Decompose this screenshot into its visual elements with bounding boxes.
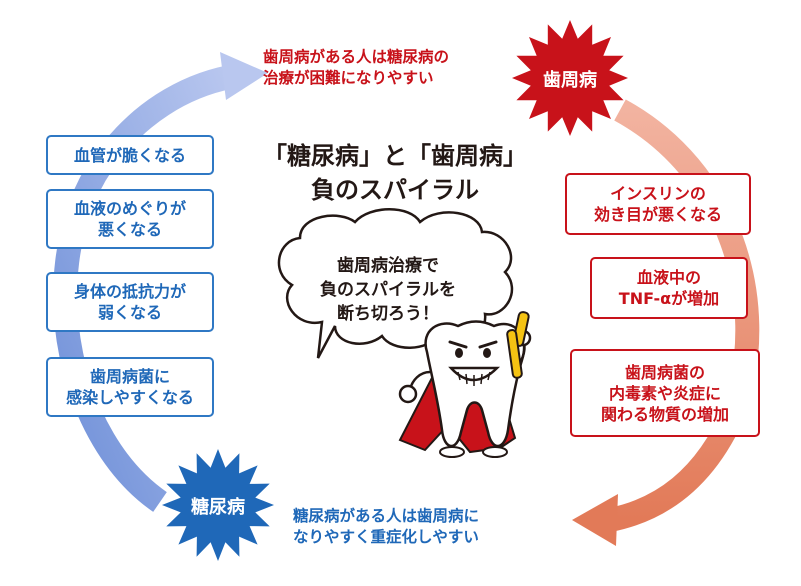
speech-bubble xyxy=(277,208,514,359)
speech-bubble-text: 歯周病治療で 負のスパイラルを 断ち切ろう！ xyxy=(320,256,456,324)
diabetes-star-label: 糖尿病 xyxy=(191,497,245,518)
left-effect-box: 歯周病菌に 感染しやすくなる xyxy=(46,357,214,417)
left-cycle-arrowhead xyxy=(220,52,268,100)
left-effect-box: 身体の抵抗力が 弱くなる xyxy=(46,272,214,332)
left-effect-box: 血液のめぐりが 悪くなる xyxy=(46,189,214,249)
diabetes-star xyxy=(162,449,274,561)
periodontal-star xyxy=(512,20,628,136)
periodontal-star-label: 歯周病 xyxy=(543,70,597,91)
bottom-note: 糖尿病がある人は歯周病に なりやすく重症化しやすい xyxy=(293,507,480,546)
right-effect-box: 血液中の TNF-αが増加 xyxy=(590,257,748,319)
right-effect-box: インスリンの 効き目が悪くなる xyxy=(565,173,751,235)
left-effect-box: 血管が脆くなる xyxy=(46,135,214,175)
diagram-title: 「糖尿病」と「歯周病」 負のスパイラル xyxy=(263,142,527,204)
right-cycle-arrowhead xyxy=(572,494,618,546)
tooth-mascot-icon xyxy=(398,311,532,458)
right-effect-box: 歯周病菌の 内毒素や炎症に 関わる物質の増加 xyxy=(570,349,760,437)
top-note: 歯周病がある人は糖尿病の 治療が困難になりやすい xyxy=(263,48,450,87)
